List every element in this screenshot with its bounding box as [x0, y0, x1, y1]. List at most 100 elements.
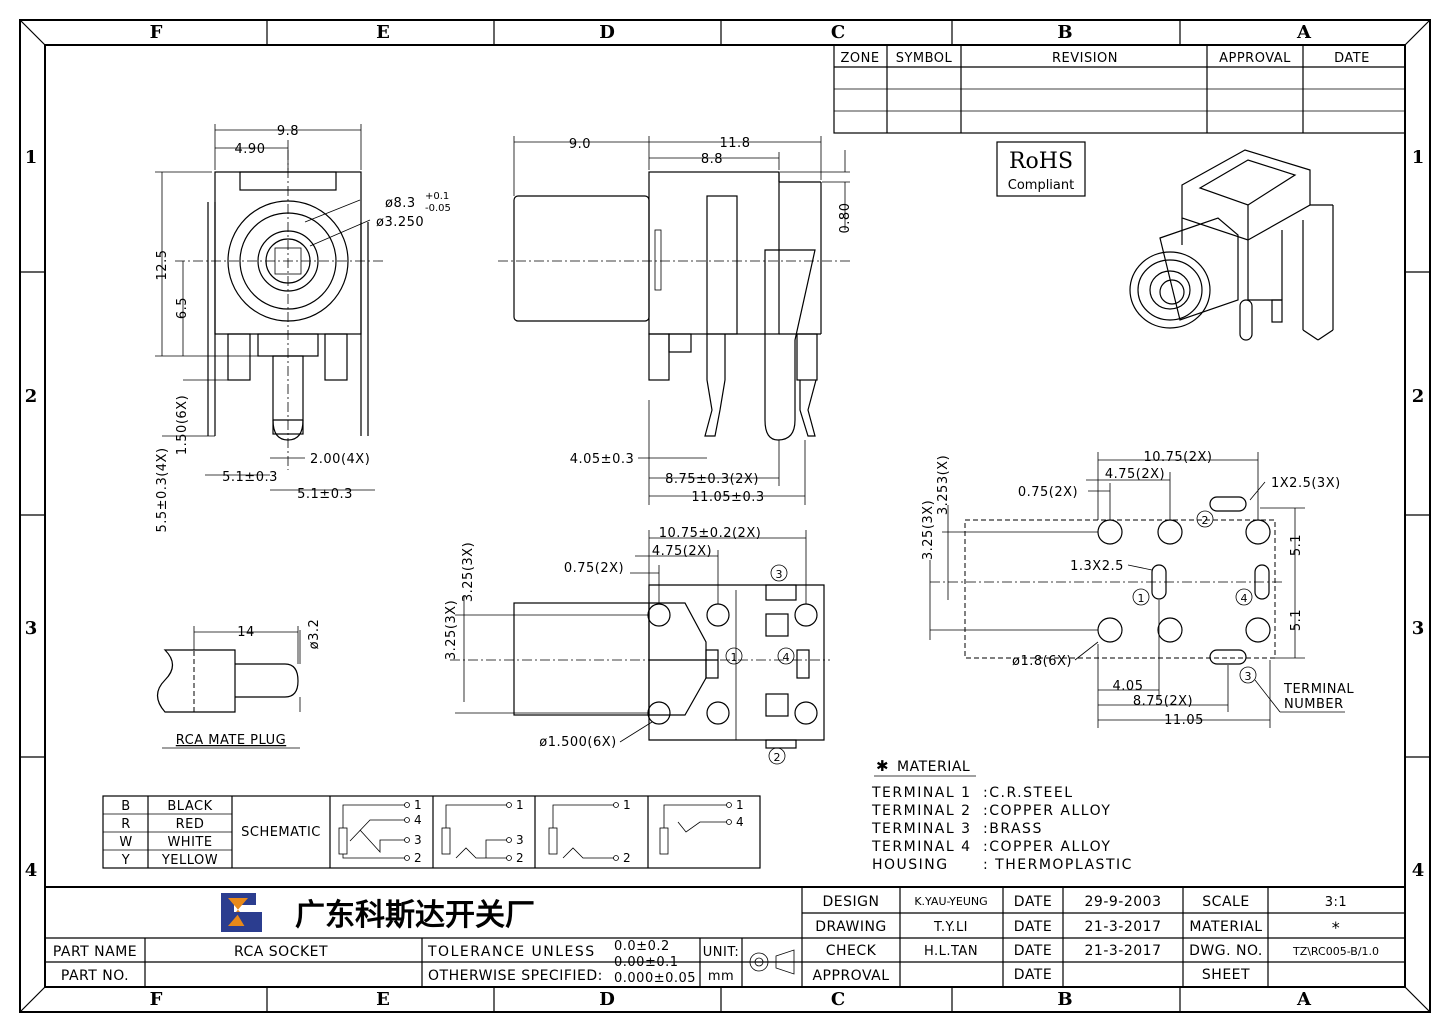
rohs-badge: RoHS Compliant [996, 141, 1086, 197]
plug-dim-14: 14 [237, 625, 255, 640]
schematic-diagram-4: 1 4 [659, 798, 744, 855]
dim-0-75: 0.75(2X) [564, 561, 624, 576]
svg-text:2: 2 [623, 851, 631, 865]
svg-text:4: 4 [736, 815, 744, 829]
dim-10-75: 10.75±0.2(2X) [659, 526, 762, 541]
dim-1-50: 1.50(6X) [175, 395, 190, 455]
sheet-border [19, 19, 1431, 1013]
pcb-dim-slot: 1X2.5(3X) [1271, 476, 1341, 491]
zone-col-top: C [831, 22, 845, 43]
zone-row-left: 2 [25, 386, 38, 407]
pcb-terminal-3: 3 [1245, 670, 1252, 683]
pcb-terminal-2: 2 [1202, 514, 1209, 527]
zone-row-right: 4 [1412, 860, 1425, 881]
design-by: K.YAU-YEUNG [914, 895, 987, 908]
zone-row-left: 4 [25, 860, 38, 881]
zone-col-bottom: D [599, 989, 615, 1010]
dwg-no-label: DWG. NO. [1189, 943, 1263, 959]
rev-header-symbol: SYMBOL [896, 51, 953, 66]
material-value: :BRASS [983, 821, 1043, 837]
schematic-label: SCHEMATIC [241, 825, 321, 840]
material-part: HOUSING [872, 857, 949, 873]
dim-tol-down: -0.05 [425, 203, 451, 214]
dim-5-5: 5.5±0.3(4X) [155, 447, 170, 532]
rev-header-zone: ZONE [840, 51, 879, 66]
zone-row-right: 1 [1412, 147, 1425, 168]
color-code: W [119, 835, 132, 850]
svg-text:3: 3 [414, 833, 422, 847]
dim-9-8: 9.8 [277, 124, 299, 139]
zone-row-left: 3 [25, 618, 38, 639]
dim-4-90: 4.90 [235, 142, 266, 157]
svg-text:1: 1 [414, 798, 422, 812]
rev-header-date: DATE [1334, 51, 1370, 66]
unit-label: UNIT: [703, 945, 739, 960]
dim-outer-dia: ø8.3 [385, 196, 416, 211]
company-logo [221, 893, 262, 932]
bottom-view: 10.75±0.2(2X) 4.75(2X) 0.75(2X) 3.25(3X)… [444, 526, 830, 765]
design-label: DESIGN [823, 894, 880, 910]
schematic-diagram-2: 1 3 2 [441, 798, 524, 865]
color-name: RED [176, 817, 205, 832]
zone-labels: F E D C B A F E D C B A 1 2 3 4 1 2 3 4 [25, 22, 1425, 1010]
schematic-diagram-3: 1 2 [548, 798, 631, 865]
company-name: 广东科斯达开关厂 [295, 898, 535, 933]
drawing-label: DRAWING [815, 919, 887, 935]
part-name-label: PART NAME [53, 944, 137, 960]
unit-value: mm [708, 969, 734, 984]
title-block: 广东科斯达开关厂 PART NAME RCA SOCKET PART NO. T… [45, 886, 1405, 987]
part-no-label: PART NO. [61, 968, 129, 984]
svg-text:1: 1 [623, 798, 631, 812]
tolerance-c: 0.000±0.05 [614, 971, 696, 986]
zone-col-bottom: E [376, 989, 390, 1010]
design-date: 29-9-2003 [1085, 894, 1162, 910]
scale-label: SCALE [1202, 894, 1249, 910]
color-code: Y [121, 853, 130, 868]
plug-label: RCA MATE PLUG [176, 733, 286, 748]
zone-col-top: B [1057, 22, 1072, 43]
pcb-dim-4-75: 4.75(2X) [1105, 467, 1165, 482]
color-name: BLACK [167, 799, 212, 814]
terminal-2-label: 2 [774, 751, 781, 764]
pcb-dim-8-75: 8.75(2X) [1133, 694, 1193, 709]
material-list: ✱ MATERIAL TERMINAL 1 :C.R.STEEL TERMINA… [871, 757, 1131, 873]
tolerance-line-2: OTHERWISE SPECIFIED: [428, 968, 603, 984]
dim-5-1-a: 5.1±0.3 [222, 470, 278, 485]
check-label: CHECK [826, 943, 877, 959]
rev-header-revision: REVISION [1052, 51, 1118, 66]
date-label: DATE [1014, 894, 1052, 910]
dim-11-8: 11.8 [720, 136, 751, 151]
dim-2-00: 2.00(4X) [310, 452, 370, 467]
zone-row-left: 1 [25, 147, 38, 168]
dim-9-0: 9.0 [569, 137, 591, 152]
sheet-label: SHEET [1202, 967, 1250, 983]
pcb-dim-3-253: 3.253(X) [936, 455, 951, 515]
zone-col-bottom: B [1057, 989, 1072, 1010]
terminal-3-label: 3 [776, 568, 783, 581]
schematic-diagram-1: 1 4 3 2 [338, 798, 422, 865]
dim-6-5: 6.5 [175, 297, 190, 319]
svg-text:4: 4 [414, 813, 422, 827]
revision-table: ZONE SYMBOL REVISION APPROVAL DATE [833, 44, 1406, 134]
dim-3-25-a: 3.25(3X) [444, 600, 459, 660]
dim-5-1-b: 5.1±0.3 [297, 487, 353, 502]
terminal-4-label: 4 [783, 651, 790, 664]
projection-symbol-icon [745, 949, 800, 975]
dim-4-75: 4.75(2X) [652, 544, 712, 559]
rohs-title: RoHS [1009, 149, 1073, 174]
material-part: TERMINAL 3 [871, 821, 972, 837]
dim-tol-up: +0.1 [425, 191, 449, 202]
scale-value: 3:1 [1325, 895, 1347, 910]
color-name: YELLOW [161, 853, 218, 868]
tolerance-a: 0.0±0.2 [614, 939, 670, 954]
material-value: :C.R.STEEL [983, 785, 1074, 801]
dim-8-8: 8.8 [701, 152, 723, 167]
material-value: :COPPER ALLOY [983, 839, 1111, 855]
tolerance-line-1: TOLERANCE UNLESS [427, 944, 596, 960]
terminal-number-label-1: TERMINAL [1283, 682, 1354, 697]
material-heading: MATERIAL [897, 759, 970, 775]
drawing-by: T.Y.LI [933, 920, 968, 935]
dim-3-25-b: 3.25(3X) [461, 542, 476, 602]
check-date: 21-3-2017 [1085, 943, 1162, 959]
